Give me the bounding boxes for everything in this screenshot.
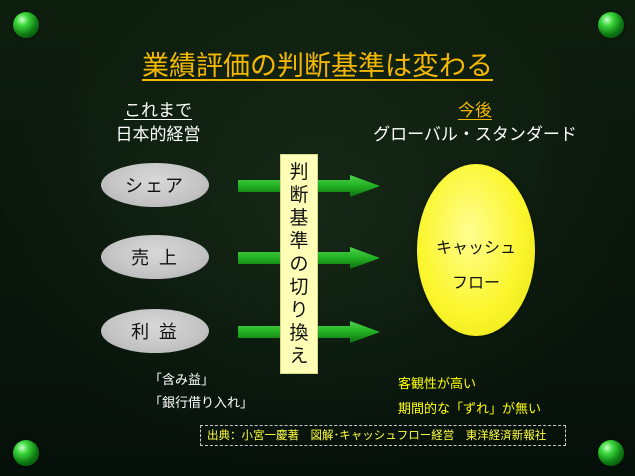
cash-flow-oval <box>417 164 535 336</box>
criterion-sales: 売 上 <box>101 235 209 279</box>
left-column-header: これまで 日本的経営 <box>88 99 228 147</box>
cash-flow-label-line1: キャッシュ <box>435 238 516 257</box>
right-note: 客観性が高い <box>398 377 477 392</box>
switch-char: の <box>289 253 309 275</box>
cash-flow-label-line2: フロー <box>451 273 500 292</box>
right-column-header: 今後 グローバル・スタンダード <box>340 99 610 147</box>
left-header-line2: 日本的経営 <box>115 125 201 145</box>
switch-char: え <box>289 345 309 367</box>
right-note: 期間的な「ずれ」が無い <box>398 402 542 417</box>
criteria-switch-label: 判 断 基 準 の 切 り 換 え <box>280 154 318 374</box>
switch-char: り <box>289 299 309 321</box>
switch-char: 基 <box>289 207 309 229</box>
switch-char: 換 <box>289 322 309 344</box>
left-header-line1: これまで <box>124 101 192 121</box>
left-note: 「銀行借り入れ」 <box>149 396 254 411</box>
right-header-line2: グローバル・スタンダード <box>373 125 577 145</box>
corner-dot-icon <box>13 12 39 38</box>
left-note: 「含み益」 <box>149 373 215 388</box>
switch-char: 断 <box>289 184 309 206</box>
switch-char: 切 <box>289 276 309 298</box>
criterion-share: シェア <box>101 163 209 207</box>
slide-title: 業績評価の判断基準は変わる <box>142 51 493 82</box>
switch-char: 判 <box>289 161 309 183</box>
source-citation: 出典：小宮一慶著 図解･キャッシュフロー経営 東洋経済新報社 <box>200 425 566 446</box>
switch-char: 準 <box>289 230 309 252</box>
corner-dot-icon <box>598 12 624 38</box>
criterion-profit: 利 益 <box>101 309 209 353</box>
right-header-line1: 今後 <box>458 101 492 121</box>
corner-dot-icon <box>13 440 39 466</box>
corner-dot-icon <box>598 440 624 466</box>
